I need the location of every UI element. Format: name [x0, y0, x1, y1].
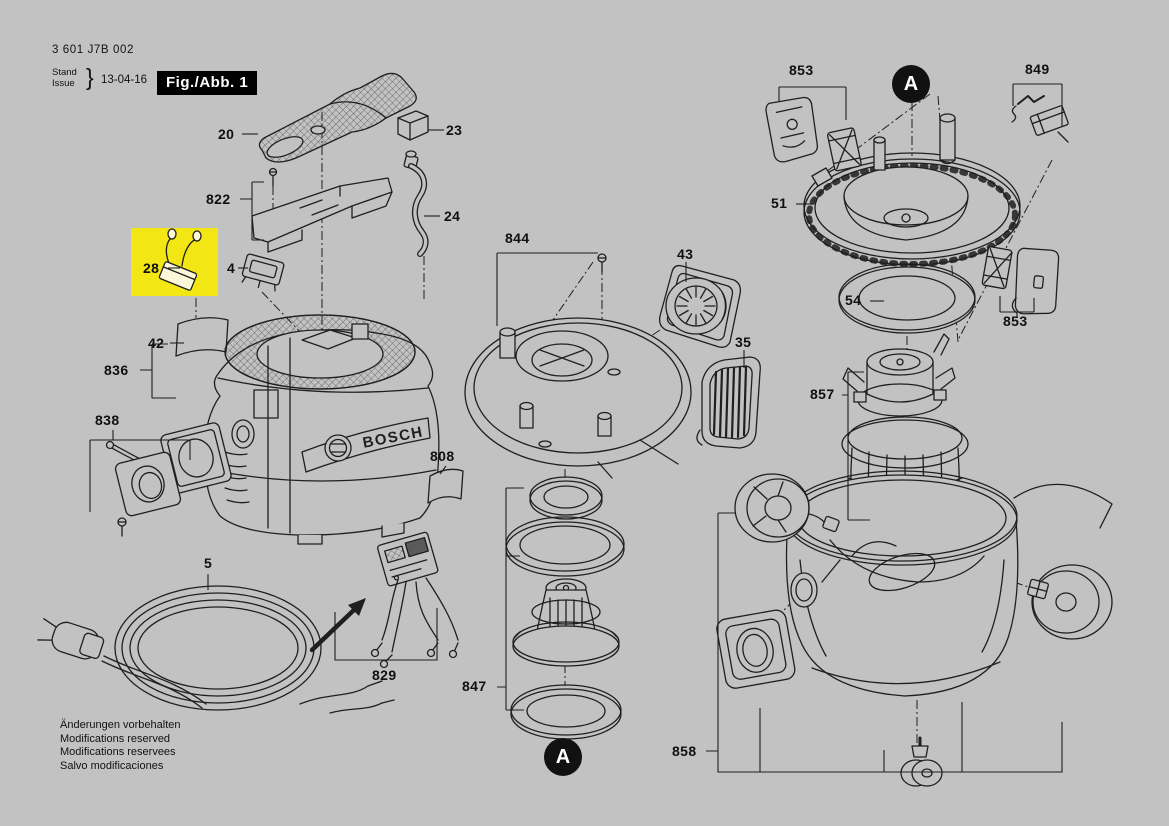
top-handle-art: [258, 72, 417, 163]
section-marker-a-bottom: A: [544, 738, 582, 776]
issue-date: 13-04-16: [101, 74, 148, 86]
leader-829: [334, 608, 438, 661]
leader-858: [706, 512, 1063, 773]
leader-849: [1012, 83, 1063, 126]
leader-822: [240, 181, 264, 241]
switch-wiring-art: [309, 531, 459, 669]
part-label-5[interactable]: 5: [204, 555, 213, 571]
lever-art: [1011, 95, 1069, 143]
leader-853-top: [778, 86, 847, 120]
leader-836: [140, 343, 176, 399]
notice-line-en: Modifications reserved: [60, 732, 171, 745]
leader-857: [842, 371, 870, 521]
stand-label: Stand: [52, 67, 77, 78]
stand-issue-label: Stand Issue: [52, 67, 77, 89]
leader-844: [496, 252, 598, 326]
part-label-822[interactable]: 822: [206, 191, 231, 207]
modifications-notice: Änderungen vorbehalten Modifications res…: [60, 719, 180, 773]
leader-lines: [89, 83, 1063, 773]
section-marker-a-top: A: [892, 65, 930, 103]
part-label-43[interactable]: 43: [677, 246, 694, 262]
part-label-858[interactable]: 858: [672, 743, 697, 759]
part-label-849[interactable]: 849: [1025, 61, 1050, 77]
figure-label-box: Fig./Abb. 1: [157, 71, 258, 95]
part-label-4[interactable]: 4: [227, 260, 236, 276]
label-sticker-808-art: [427, 468, 464, 504]
part-label-847[interactable]: 847: [462, 678, 487, 694]
part-label-808[interactable]: 808: [430, 448, 455, 464]
notice-line-fr: Modifications reservees: [60, 746, 176, 758]
capacitor-part-art: [158, 228, 202, 291]
part-label-28[interactable]: 28: [143, 260, 160, 276]
part-label-844[interactable]: 844: [505, 230, 530, 246]
cap-art: [397, 110, 429, 141]
notice-line-de: Änderungen vorbehalten: [60, 719, 181, 731]
leader-853-right: [999, 296, 1035, 318]
part-label-853-top[interactable]: 853: [789, 62, 814, 78]
document-part-number: 3 601 J7B 002: [52, 44, 134, 56]
leader-808: [439, 465, 447, 475]
tube-art: [403, 150, 429, 257]
leader-847: [497, 487, 524, 711]
mount-plate-art: [464, 253, 692, 479]
motor-housing-art: BOSCH: [203, 314, 440, 545]
part-label-35[interactable]: 35: [735, 334, 752, 350]
tank-art: [716, 470, 1113, 787]
part-label-857[interactable]: 857: [810, 386, 835, 402]
part-label-829[interactable]: 829: [372, 667, 397, 683]
brace-glyph: }: [86, 64, 94, 90]
notice-line-es: Salvo modificaciones: [60, 759, 164, 772]
issue-label: Issue: [52, 77, 75, 89]
latch-left-art: [765, 96, 862, 172]
switch-part-art: [241, 253, 285, 292]
part-label-23[interactable]: 23: [446, 122, 463, 138]
gasket-art: [838, 263, 976, 334]
lid-art: [803, 113, 1021, 267]
part-label-838[interactable]: 838: [95, 412, 120, 428]
part-label-20[interactable]: 20: [218, 126, 235, 142]
part-label-836[interactable]: 836: [104, 362, 129, 378]
part-label-853-right[interactable]: 853: [1003, 313, 1028, 329]
fan-art: [658, 264, 742, 348]
inlet-fitting-art: [105, 422, 232, 537]
bracket-assembly-art: [251, 167, 393, 253]
label-sticker-42-art: [175, 317, 229, 357]
part-label-24[interactable]: 24: [444, 208, 461, 224]
power-cord-art: [37, 585, 395, 714]
motor-assembly-art: [505, 476, 625, 740]
latch-right-art: [981, 246, 1060, 315]
part-label-42[interactable]: 42: [148, 335, 165, 351]
part-label-51[interactable]: 51: [771, 195, 788, 211]
part-label-54[interactable]: 54: [845, 292, 862, 308]
filter-frame-art: [696, 356, 761, 449]
leader-838: [89, 430, 191, 512]
